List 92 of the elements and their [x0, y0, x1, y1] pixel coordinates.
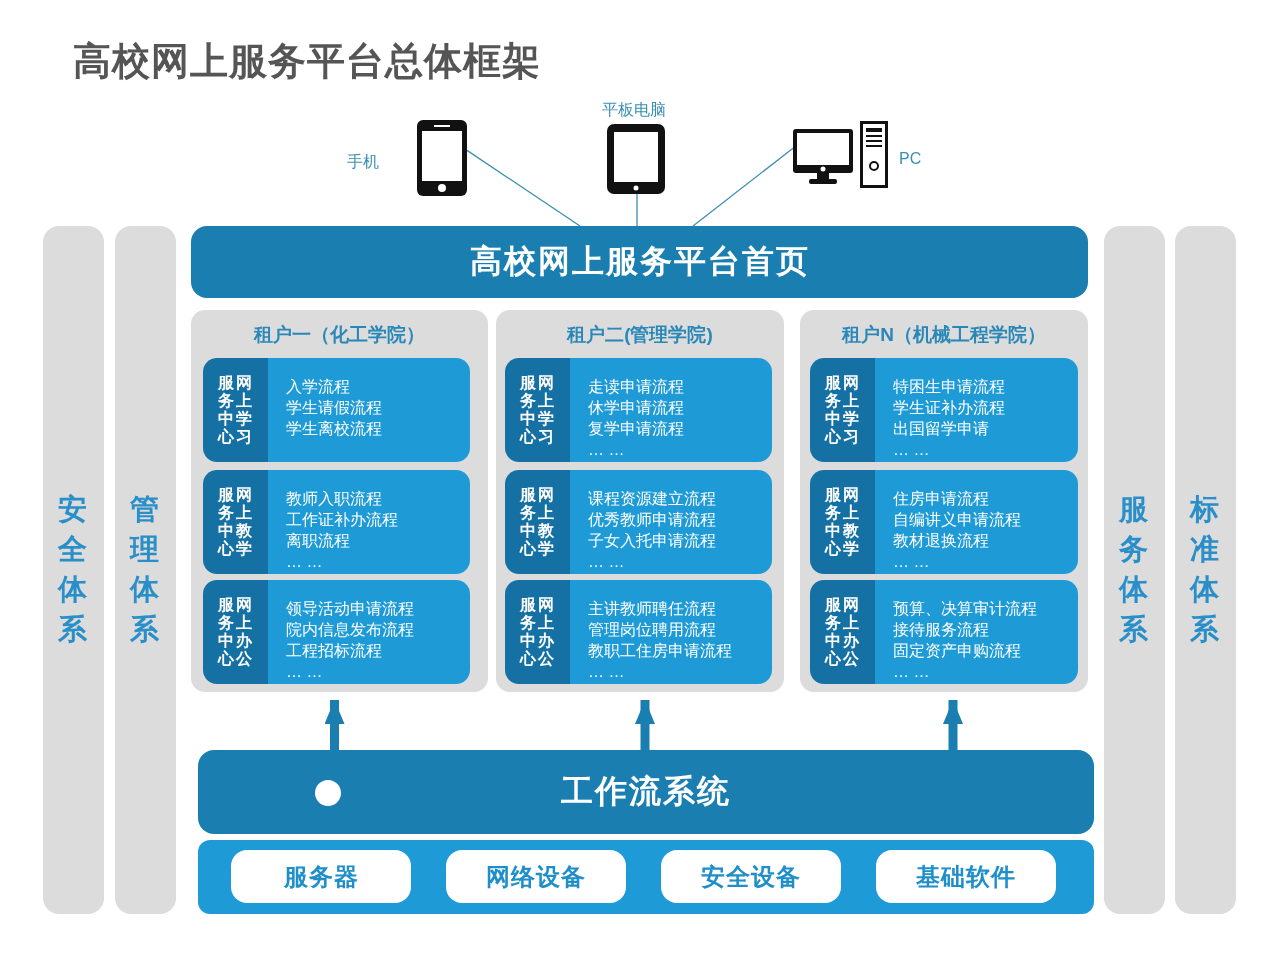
process-item: 管理岗位聘用流程	[588, 620, 717, 640]
center-label: 服务中心	[520, 486, 537, 558]
center-label: 服务中心	[520, 374, 537, 446]
process-item: 特困生申请流程	[893, 377, 1006, 397]
system-column: 安全体系	[43, 226, 104, 914]
process-item: 主讲教师聘任流程	[588, 599, 717, 619]
system-column: 服务体系	[1104, 226, 1165, 914]
center-label: 网上办公	[843, 596, 860, 668]
process-item: 自编讲义申请流程	[893, 510, 1022, 530]
process-item: 工程招标流程	[286, 641, 383, 661]
tenant-heading: 租户N（机械工程学院）	[840, 323, 1047, 347]
process-item: 复学申请流程	[588, 419, 685, 439]
center-label: 网上教学	[236, 486, 253, 558]
process-item: 走读申请流程	[588, 377, 685, 397]
process-item: 休学申请流程	[588, 398, 685, 418]
up-arrow	[635, 700, 655, 750]
tenant-panel	[191, 310, 488, 692]
process-item: 子女入托申请流程	[588, 531, 717, 551]
process-item: 住房申请流程	[893, 489, 990, 509]
process-item: … …	[286, 662, 324, 682]
connector-line	[636, 193, 638, 227]
service-box	[810, 470, 1078, 574]
process-item: … …	[893, 662, 931, 682]
process-item: 学生离校流程	[286, 419, 383, 439]
workflow-bar: 工作流系统	[198, 750, 1094, 834]
center-label: 网上学习	[843, 374, 860, 446]
process-item: … …	[893, 440, 931, 460]
process-item: 领导活动申请流程	[286, 599, 415, 619]
center-label: 服务中心	[218, 486, 235, 558]
center-label: 网上学习	[538, 374, 555, 446]
process-item: 教职工住房申请流程	[588, 641, 733, 661]
up-arrow	[324, 700, 345, 750]
service-box	[810, 358, 1078, 462]
center-label: 服务中心	[825, 596, 842, 668]
center-label: 网上办公	[236, 596, 253, 668]
process-item: … …	[588, 662, 626, 682]
system-column: 标准体系	[1175, 226, 1236, 914]
center-label: 服务中心	[520, 596, 537, 668]
infrastructure-button: 网络设备	[446, 850, 626, 903]
service-box	[203, 580, 470, 684]
process-item: 教师入职流程	[286, 489, 383, 509]
up-arrow	[943, 700, 963, 750]
center-label: 网上教学	[538, 486, 555, 558]
center-label: 服务中心	[825, 486, 842, 558]
service-box	[203, 470, 470, 574]
infrastructure-button: 基础软件	[876, 850, 1056, 903]
process-item: 固定资产申购流程	[893, 641, 1022, 661]
process-item: 院内信息发布流程	[286, 620, 415, 640]
service-box	[203, 358, 470, 462]
homepage-bar: 高校网上服务平台首页	[191, 226, 1088, 298]
infrastructure-button: 安全设备	[661, 850, 841, 903]
device-label: 手机	[347, 152, 379, 172]
process-item: … …	[893, 552, 931, 572]
process-item: 学生证补办流程	[893, 398, 1006, 418]
center-label: 网上教学	[843, 486, 860, 558]
center-label: 服务中心	[825, 374, 842, 446]
tablet-icon	[607, 124, 665, 194]
process-item: … …	[588, 552, 626, 572]
process-item: 教材退换流程	[893, 531, 990, 551]
connector-line	[466, 149, 581, 227]
process-item: 接待服务流程	[893, 620, 990, 640]
process-item: 优秀教师申请流程	[588, 510, 717, 530]
service-box	[505, 580, 772, 684]
infrastructure-band	[198, 840, 1094, 914]
connector-line	[692, 147, 794, 227]
process-item: 离职流程	[286, 531, 351, 551]
service-box	[810, 580, 1078, 684]
device-label: 平板电脑	[602, 100, 666, 120]
tenant-heading: 租户二(管理学院)	[565, 323, 714, 347]
center-label: 服务中心	[218, 596, 235, 668]
process-item: 出国留学申请	[893, 419, 990, 439]
title: 高校网上服务平台总体框架	[73, 39, 541, 84]
process-item: 课程资源建立流程	[588, 489, 717, 509]
infrastructure-button: 服务器	[231, 850, 411, 903]
center-label: 网上办公	[538, 596, 555, 668]
center-label: 服务中心	[218, 374, 235, 446]
tenant-panel	[800, 310, 1088, 692]
process-item: 预算、决算审计流程	[893, 599, 1038, 619]
process-item: 学生请假流程	[286, 398, 383, 418]
tenant-panel	[496, 310, 784, 692]
system-column: 管理体系	[115, 226, 176, 914]
process-item: 工作证补办流程	[286, 510, 399, 530]
center-label: 网上学习	[236, 374, 253, 446]
phone-icon	[417, 120, 467, 196]
process-item: … …	[588, 440, 626, 460]
service-box	[505, 470, 772, 574]
process-item: … …	[286, 552, 324, 572]
tenant-heading: 租户一（化工学院）	[252, 323, 426, 347]
process-item: 入学流程	[286, 377, 351, 397]
service-box	[505, 358, 772, 462]
computer-icon	[793, 121, 889, 189]
device-label: PC	[899, 150, 922, 168]
